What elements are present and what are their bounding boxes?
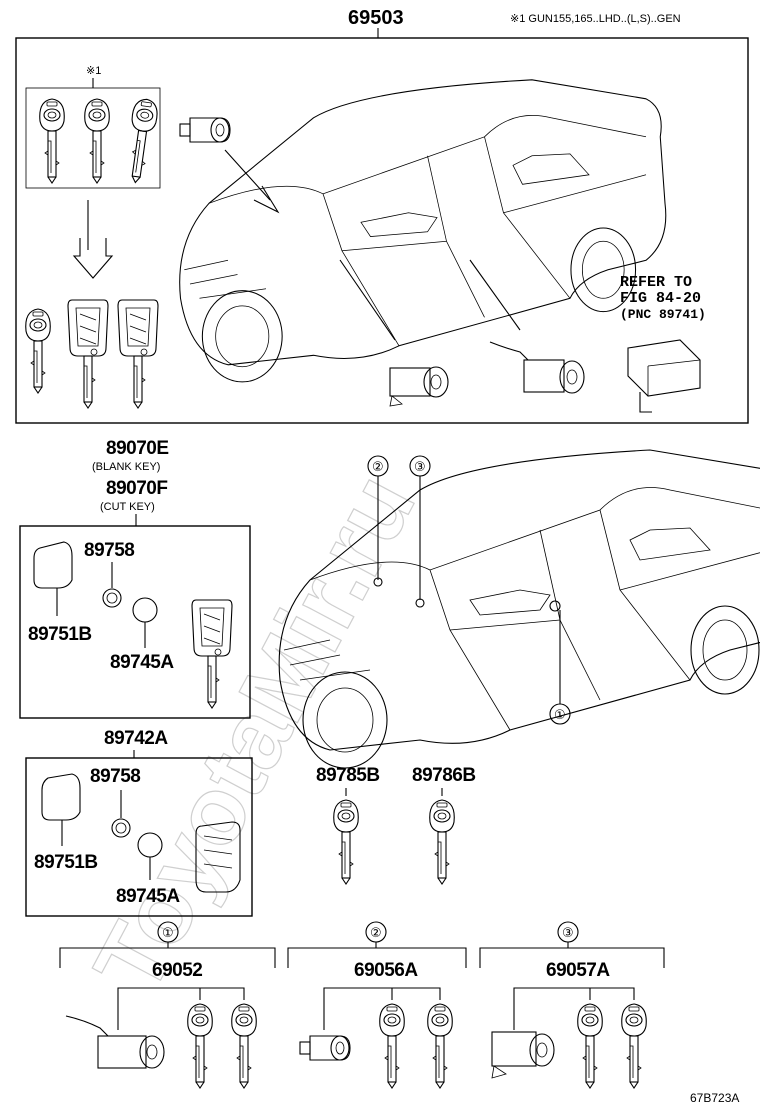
key-icon: [187, 1003, 213, 1089]
case-icon: [33, 541, 73, 589]
set2-part: 69056A: [354, 960, 418, 981]
callout-1: ①: [554, 707, 566, 722]
group-marker: ※1: [86, 65, 101, 77]
transmitter-box-1: [19, 525, 251, 719]
door-lock-cylinder-icon: [491, 1031, 555, 1079]
key-89785B-label: 89785B: [316, 765, 380, 786]
figure-id: 67B723A: [690, 1091, 739, 1105]
set2-callout: ②: [370, 925, 382, 940]
key-icon: [429, 799, 455, 885]
refer-line-3: (PNC 89741): [620, 307, 706, 322]
key-icon: [621, 1003, 647, 1089]
model-footnote: ※1 GUN155,165..LHD..(L,S)..GEN: [510, 13, 681, 25]
key-group-box: [25, 87, 161, 189]
ignition-cylinder-icon: [179, 117, 231, 143]
box2-case-part: 89751B: [34, 852, 98, 873]
ecu-module-icon: [627, 339, 701, 413]
key-icon: [427, 1003, 453, 1089]
part-89070F: 89070F: [106, 478, 167, 499]
key-icon: [25, 308, 51, 394]
down-arrow-icon: [72, 200, 114, 279]
box2-battery-part: 89745A: [116, 886, 180, 907]
case-icon: [41, 773, 81, 821]
set1-part: 69052: [152, 960, 202, 981]
remote-key-icon: [117, 299, 159, 409]
transmitter-box-2: [25, 757, 253, 917]
callout-3: ③: [414, 459, 426, 474]
refer-line-1: REFER TO: [620, 274, 692, 291]
key-icon: [122, 97, 160, 185]
set1-callout: ①: [162, 925, 174, 940]
set3-part: 69057A: [546, 960, 610, 981]
cover-icon: [111, 818, 131, 838]
key-icon: [231, 1003, 257, 1089]
key-icon: [577, 1003, 603, 1089]
box1-case-part: 89751B: [28, 624, 92, 645]
part-89070E: 89070E: [106, 438, 169, 459]
blank-key-note: (BLANK KEY): [92, 461, 160, 473]
key-icon: [379, 1003, 405, 1089]
battery-icon: [132, 597, 158, 623]
refer-line-2: FIG 84-20: [620, 290, 701, 307]
box1-battery-part: 89745A: [110, 652, 174, 673]
door-lock-cylinder-harness-icon: [489, 341, 585, 394]
assembly-69503-box: [15, 37, 749, 424]
part-89742A: 89742A: [104, 728, 168, 749]
lock-cylinder-harness-icon: [65, 1015, 165, 1069]
key-89786B-label: 89786B: [412, 765, 476, 786]
key-icon: [84, 98, 110, 184]
callout-2: ②: [372, 459, 384, 474]
cover-icon: [102, 588, 122, 608]
vehicle-illustration-top: [179, 79, 667, 383]
set3-callout: ③: [562, 925, 574, 940]
door-lock-cylinder-icon: [389, 366, 449, 407]
box1-cover-part: 89758: [84, 540, 134, 561]
main-part-number: 69503: [348, 7, 404, 29]
box2-cover-part: 89758: [90, 766, 140, 787]
ignition-cylinder-icon: [299, 1035, 351, 1061]
remote-key-icon: [195, 821, 241, 893]
key-icon: [39, 98, 65, 184]
remote-key-icon: [67, 299, 109, 409]
key-icon: [333, 799, 359, 885]
cut-key-note: (CUT KEY): [100, 501, 155, 513]
